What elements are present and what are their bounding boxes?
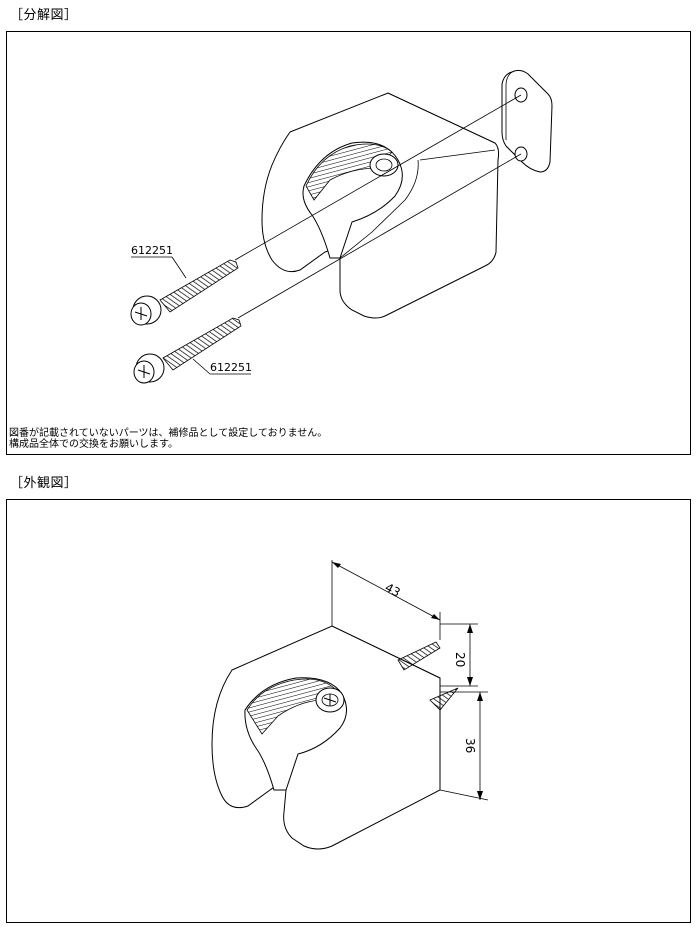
lower-screw-axis [237, 153, 522, 319]
part-label-upper: 612251 [131, 244, 173, 257]
upper-screw [130, 259, 239, 326]
exploded-view-frame [6, 31, 691, 455]
exterior-view-title: ［外観図］ [10, 476, 78, 491]
dimension-width-label: 43 [383, 580, 403, 600]
exploded-wall-plate [501, 69, 553, 173]
dimension-height-small-label: 20 [453, 652, 467, 667]
dimension-height-large: 36 [439, 691, 489, 801]
exterior-holder-body [211, 625, 441, 850]
exterior-view-frame [6, 499, 691, 923]
dimension-height-large-label: 36 [463, 738, 477, 753]
dimension-width: 43 [331, 560, 441, 640]
upper-screw-axis [234, 94, 522, 261]
parts-note-line-2: 構成品全体での交換をお願いします。 [9, 439, 178, 450]
parts-note-line-1: 図番が記載されていないパーツは、補修品として設定しておりません。 [9, 428, 328, 439]
parts-note: 図番が記載されていないパーツは、補修品として設定しておりません。 構成品全体での… [9, 428, 327, 450]
dimension-height-small: 20 [440, 623, 478, 687]
exterior-lower-screw-tip [429, 687, 459, 711]
part-label-lower: 612251 [210, 361, 252, 374]
lower-screw [133, 317, 242, 384]
exploded-view-title: ［分解図］ [10, 8, 78, 23]
exterior-upper-screw-tip [397, 641, 441, 671]
exploded-holder-body [261, 92, 500, 319]
